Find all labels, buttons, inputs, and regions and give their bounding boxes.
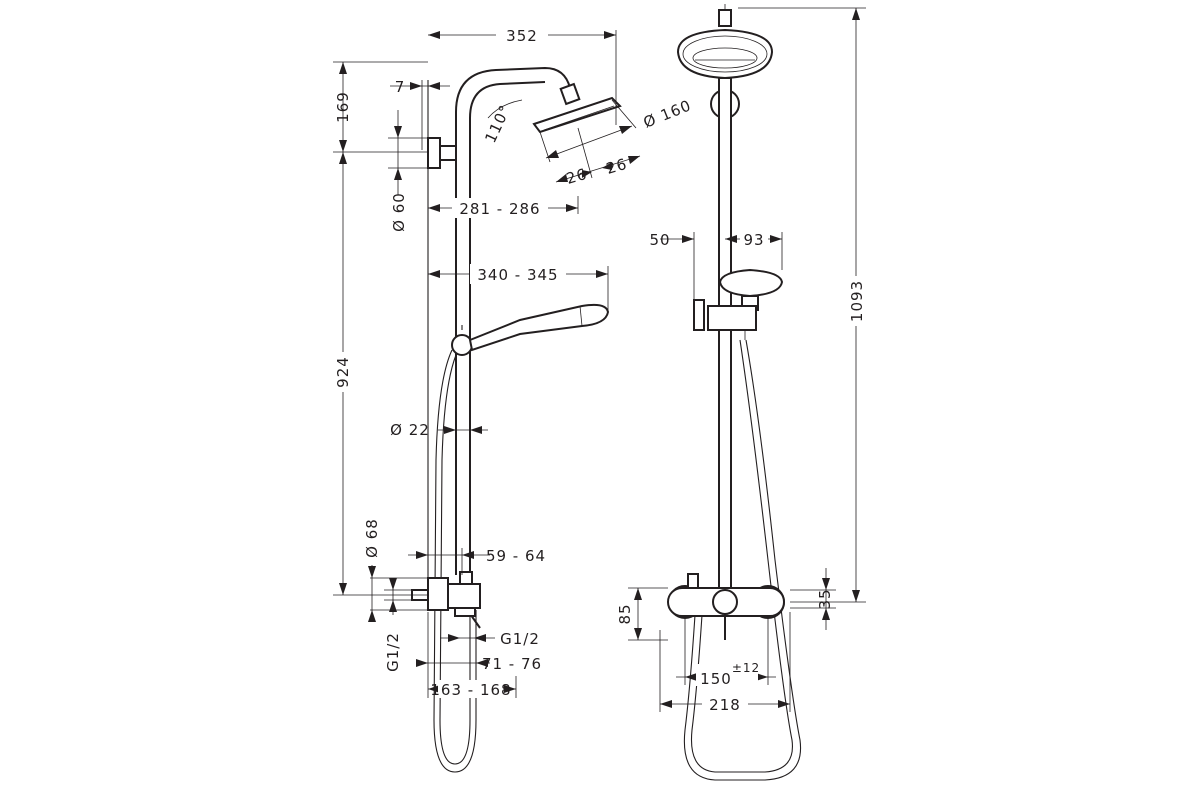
dim-93-label: 93 bbox=[743, 231, 764, 249]
overhead-shower-head bbox=[532, 82, 622, 134]
dim-85: 85 bbox=[616, 587, 668, 641]
dim-150-label: 150 bbox=[700, 670, 732, 688]
front-hose-inner bbox=[690, 339, 794, 773]
dim-1093-label: 1093 bbox=[848, 280, 866, 322]
hose-inner bbox=[439, 354, 471, 765]
dim-22: Ø 22 bbox=[390, 421, 488, 439]
dim-352-label: 352 bbox=[506, 27, 538, 45]
dim-68-label: Ø 68 bbox=[363, 518, 381, 558]
dim-7-label: 7 bbox=[395, 78, 406, 96]
dim-71-label: 71 - 76 bbox=[482, 655, 542, 673]
dim-22-label: Ø 22 bbox=[390, 421, 430, 439]
dim-26a-label: 26 bbox=[564, 165, 589, 188]
overhead-shower-front bbox=[676, 28, 774, 80]
dim-340-345: 340 - 345 bbox=[428, 264, 609, 310]
wall-bracket bbox=[427, 137, 441, 169]
dim-150-tolerance: ±12 bbox=[732, 661, 760, 675]
dim-g12-left: G1/2 bbox=[384, 578, 412, 672]
dim-163-label: 163 - 168 bbox=[430, 681, 511, 699]
dim-50-label: 50 bbox=[649, 231, 670, 249]
dim-218: 218 bbox=[659, 612, 791, 714]
top-connector bbox=[718, 9, 732, 27]
front-view: 1093 50 93 85 bbox=[616, 4, 866, 781]
dim-35: 35 bbox=[790, 568, 836, 630]
front-hose bbox=[683, 339, 802, 781]
dim-26-pair: 26 26 bbox=[555, 127, 641, 188]
dim-59-64: 59 - 64 bbox=[408, 547, 546, 575]
dim-924-label: 924 bbox=[334, 356, 352, 388]
dim-281-286: 281 - 286 bbox=[428, 196, 579, 218]
hand-shower bbox=[451, 303, 610, 356]
bracket-arm bbox=[439, 145, 457, 161]
dim-160-label: Ø 160 bbox=[641, 96, 694, 132]
dim-150: 150 ±12 bbox=[676, 618, 776, 688]
dim-1093: 1093 bbox=[738, 7, 866, 603]
hose bbox=[433, 349, 477, 773]
dim-71-76: 71 - 76 bbox=[416, 612, 542, 673]
mixer-front bbox=[667, 573, 785, 640]
dim-169-label: 169 bbox=[334, 91, 352, 123]
dim-g12b-label: G1/2 bbox=[500, 630, 540, 648]
dim-60-label: Ø 60 bbox=[390, 192, 408, 232]
dim-g12-right: G1/2 bbox=[440, 630, 540, 648]
dim-169: 169 bbox=[333, 61, 428, 153]
hand-shower-front bbox=[693, 268, 784, 340]
dim-60: Ø 60 bbox=[388, 110, 428, 232]
dim-218-label: 218 bbox=[709, 696, 741, 714]
dim-93: 93 bbox=[725, 229, 783, 270]
dim-59-label: 59 - 64 bbox=[486, 547, 546, 565]
dim-352: 352 bbox=[428, 26, 617, 125]
side-view: 352 7 169 110° bbox=[333, 26, 694, 773]
front-riser bbox=[718, 77, 732, 591]
dim-50: 50 bbox=[649, 231, 695, 300]
dim-26b-label: 26 bbox=[604, 155, 629, 178]
dim-35-label: 35 bbox=[816, 588, 834, 609]
dim-g12a-label: G1/2 bbox=[384, 632, 402, 672]
dim-340-label: 340 - 345 bbox=[477, 266, 558, 284]
dim-85-label: 85 bbox=[616, 603, 634, 624]
dim-924: 924 bbox=[333, 152, 428, 596]
dim-163-168: 163 - 168 bbox=[427, 670, 517, 699]
dim-281-label: 281 - 286 bbox=[459, 200, 540, 218]
dim-68: Ø 68 bbox=[363, 518, 430, 622]
